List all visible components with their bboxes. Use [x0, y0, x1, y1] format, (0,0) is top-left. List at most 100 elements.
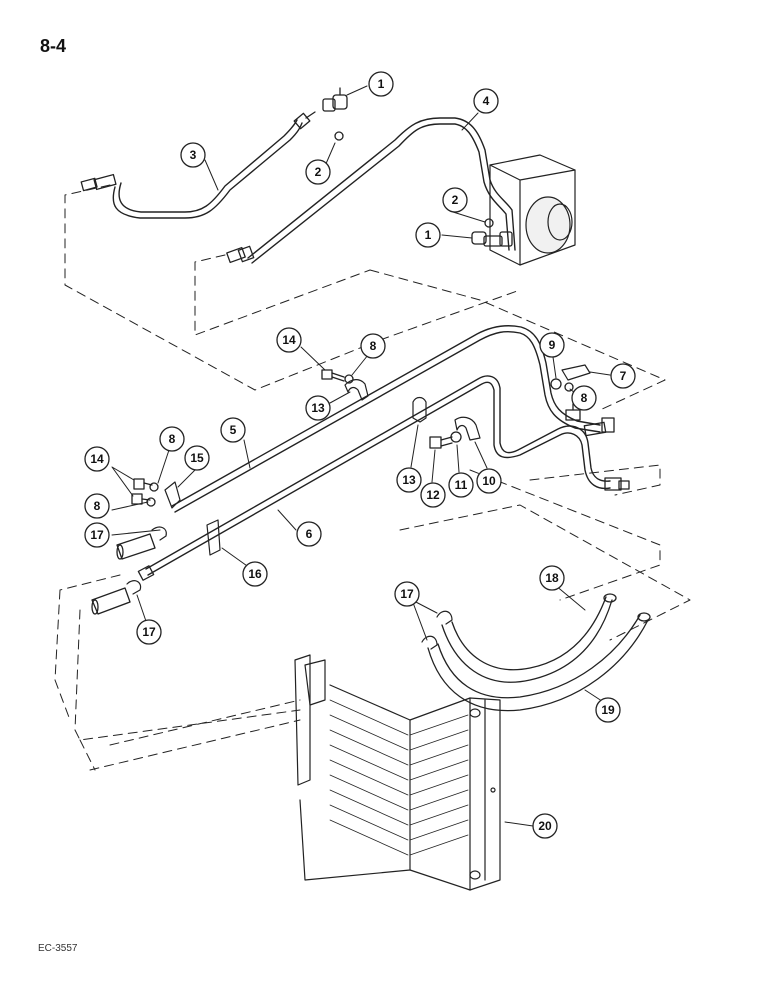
- washer-8-right: [564, 382, 574, 392]
- callout-label: 6: [306, 527, 313, 541]
- pipe-3-left-fitting: [80, 173, 117, 192]
- callout-label: 9: [549, 338, 556, 352]
- callout-label: 4: [483, 94, 490, 108]
- callout-1-top: 1: [368, 71, 394, 97]
- pipe-5: [171, 325, 601, 513]
- callout-16: 16: [242, 561, 268, 587]
- callout-8-left-bottom: 8: [84, 493, 110, 519]
- clamp-16: [206, 519, 221, 556]
- o-ring-2-top: [334, 131, 344, 141]
- callout-label: 5: [230, 423, 237, 437]
- bolt-14-left-1: [133, 478, 153, 490]
- callout-4: 4: [473, 88, 499, 114]
- pump-block: [489, 154, 576, 266]
- hose-17-lower-left: [91, 587, 131, 615]
- callout-6: 6: [296, 521, 322, 547]
- callout-3: 3: [180, 142, 206, 168]
- callout-label: 8: [581, 391, 588, 405]
- pipe-3-right-fitting: [293, 111, 316, 130]
- pipe-6: [145, 375, 611, 576]
- clamp-17-upper-left: [151, 526, 167, 541]
- callout-12: 12: [420, 482, 446, 508]
- bolt-12: [429, 436, 453, 449]
- callout-label: 8: [169, 432, 176, 446]
- callout-label: 17: [400, 587, 414, 601]
- callout-label: 13: [402, 473, 416, 487]
- callout-20: 20: [532, 813, 558, 839]
- pipe-6-end-fitting: [604, 477, 630, 491]
- callout-2-top: 2: [305, 159, 331, 185]
- clamp-17-lower-left: [126, 580, 142, 595]
- callout-label: 7: [620, 369, 627, 383]
- document-code: EC-3557: [38, 943, 78, 954]
- callout-19: 19: [595, 697, 621, 723]
- pipe-5-end-fitting: [583, 417, 615, 437]
- washer-8-upper: [344, 374, 354, 384]
- callout-label: 13: [311, 401, 325, 415]
- callout-2-pump: 2: [442, 187, 468, 213]
- elbow-fitting-1-pump: [471, 231, 513, 247]
- callout-label: 19: [601, 703, 615, 717]
- callout-label: 3: [190, 148, 197, 162]
- clamp-10: [454, 416, 481, 441]
- hose-17-upper-left: [116, 533, 156, 560]
- pipe-5-tee-fitting: [565, 403, 581, 421]
- callout-label: 16: [248, 567, 262, 581]
- callout-8-left-top: 8: [159, 426, 185, 452]
- callout-1-pump: 1: [415, 222, 441, 248]
- callout-label: 17: [142, 625, 156, 639]
- callout-label: 10: [482, 474, 496, 488]
- callout-label: 8: [94, 499, 101, 513]
- washer-8-left-1: [149, 482, 159, 492]
- elbow-fitting-1-top: [322, 87, 348, 112]
- callout-11: 11: [448, 472, 474, 498]
- callout-label: 14: [282, 333, 296, 347]
- callout-label: 2: [315, 165, 322, 179]
- callout-13-upper: 13: [305, 395, 331, 421]
- page-number: 8-4: [40, 36, 67, 56]
- callout-label: 12: [426, 488, 440, 502]
- callout-9: 9: [539, 332, 565, 358]
- o-ring-2-pump: [484, 218, 494, 228]
- callout-8-upper: 8: [360, 333, 386, 359]
- callout-14-left: 14: [84, 446, 110, 472]
- callout-label: 17: [90, 528, 104, 542]
- callout-13-lower: 13: [396, 467, 422, 493]
- callout-label: 15: [190, 451, 204, 465]
- callout-label: 1: [425, 228, 432, 242]
- pipe-3: [112, 119, 303, 219]
- callout-14-upper: 14: [276, 327, 302, 353]
- bolt-14-upper: [321, 369, 345, 382]
- callout-10: 10: [476, 468, 502, 494]
- pipe-6-left-end: [137, 565, 155, 581]
- callout-17-hoses: 17: [394, 581, 420, 607]
- oil-cooler-20: [294, 654, 501, 891]
- oil-cooler-fins: [329, 699, 469, 856]
- callout-17-upper-left: 17: [84, 522, 110, 548]
- callout-17-lower-left: 17: [136, 619, 162, 645]
- callout-label: 2: [452, 193, 459, 207]
- callout-5: 5: [220, 417, 246, 443]
- callout-label: 11: [455, 478, 468, 492]
- pipe-4: [247, 117, 516, 264]
- clamp-15: [164, 481, 181, 509]
- callout-8-right: 8: [571, 385, 597, 411]
- callout-18: 18: [539, 565, 565, 591]
- callout-label: 1: [378, 77, 385, 91]
- callout-label: 8: [370, 339, 377, 353]
- callout-7: 7: [610, 363, 636, 389]
- clamp-17-hose-19: [421, 635, 438, 650]
- hose-19: [427, 612, 651, 712]
- nut-9: [550, 378, 562, 390]
- callout-label: 14: [90, 452, 104, 466]
- callout-label: 18: [545, 571, 559, 585]
- clamp-13-lower: [412, 396, 427, 423]
- clamp-7: [561, 364, 591, 381]
- washer-11: [450, 431, 462, 443]
- hose-18: [441, 593, 617, 683]
- pipe-4-left-fitting: [226, 245, 255, 264]
- clamp-17-hose-18: [436, 610, 453, 625]
- dashed-guide-lines: [54, 184, 691, 771]
- callout-15: 15: [184, 445, 210, 471]
